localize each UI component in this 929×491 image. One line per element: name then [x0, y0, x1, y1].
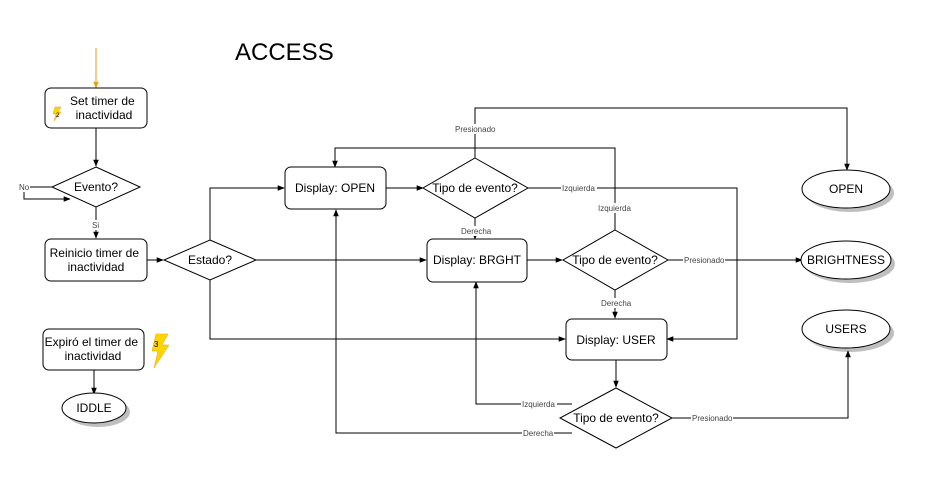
svg-text:BRIGHTNESS: BRIGHTNESS [807, 253, 885, 267]
edge-estado-open [209, 185, 285, 240]
edge-tipo-open-presionado [474, 107, 850, 171]
svg-text:Presionado: Presionado [692, 414, 733, 423]
edge-tipo-user-derecha [333, 209, 572, 434]
diagram-title: ACCESS [235, 39, 334, 66]
edge-label-derecha-user: Derecha [522, 428, 554, 438]
svg-text:Derecha: Derecha [601, 299, 632, 308]
svg-text:IDDLE: IDDLE [76, 401, 111, 415]
reinicio-label: Reinicio timer de [50, 246, 140, 260]
edge-estado-user [209, 280, 566, 342]
node-estado[interactable]: Estado? [162, 239, 258, 281]
svg-text:Izquierda: Izquierda [562, 184, 595, 193]
edge-tipo-open-izquierda [528, 187, 738, 342]
edge-label-si: Si [91, 220, 101, 230]
expiro-label-line-2: inactividad [65, 349, 122, 363]
svg-text:2: 2 [56, 113, 60, 119]
edge-evento-no-loop [23, 186, 71, 202]
svg-text:Derecha: Derecha [523, 429, 554, 438]
svg-text:Tipo de evento?: Tipo de evento? [572, 253, 658, 267]
edge-label-izquierda-brght: Izquierda [597, 203, 633, 213]
svg-text:Tipo de evento?: Tipo de evento? [432, 181, 518, 195]
node-display-brght[interactable]: Display: BRGHT [426, 238, 528, 283]
bolt-badge-expiro: 3 [151, 333, 170, 369]
svg-text:3: 3 [154, 340, 159, 349]
svg-text:Estado?: Estado? [188, 253, 232, 267]
edge-tipo-brght-izquierda [332, 147, 616, 230]
edge-tipo-user-presionado [672, 350, 851, 419]
edge-label-presionado-user: Presionado [691, 413, 733, 423]
node-tipo-evento-user[interactable]: Tipo de evento? [558, 387, 674, 449]
node-set-timer[interactable]: Set timer de inactividad [44, 87, 148, 129]
lightning-bolt-icon [52, 106, 62, 122]
lightning-bolt-icon [151, 333, 170, 369]
edge-label-izquierda-user: Izquierda [521, 399, 557, 409]
edge-label-presionado-open: Presionado [454, 124, 496, 134]
node-display-open[interactable]: Display: OPEN [284, 166, 387, 210]
svg-text:Set timer de inactividad: Set timer de inactividad [70, 94, 138, 122]
node-display-user[interactable]: Display: USER [565, 318, 668, 361]
svg-text:Presionado: Presionado [684, 256, 725, 265]
reinicio-label-line-2: inactividad [68, 260, 125, 274]
svg-text:Display: USER: Display: USER [576, 333, 656, 347]
node-expiro[interactable]: Expiró el timer de inactividad [42, 328, 145, 371]
edge-label-derecha-brght: Derecha [600, 298, 632, 308]
bolt-badge-set-timer: 2 [52, 106, 62, 122]
set-timer-label-line-2: inactividad [76, 108, 133, 122]
edge-tipo-user-izquierda [473, 281, 572, 405]
edge-label-derecha-open: Derecha [460, 226, 492, 236]
svg-text:USERS: USERS [825, 322, 866, 336]
svg-text:No: No [19, 183, 30, 192]
edge-label-izquierda-open: Izquierda [561, 183, 597, 193]
edge-label-presionado-brght: Presionado [683, 255, 725, 265]
edge-label-no: No [18, 182, 30, 192]
node-tipo-evento-open[interactable]: Tipo de evento? [421, 157, 530, 219]
svg-text:Derecha: Derecha [461, 227, 492, 236]
svg-text:Evento?: Evento? [74, 180, 118, 194]
svg-text:Display: BRGHT: Display: BRGHT [433, 253, 522, 267]
expiro-label: Expiró el timer de [45, 335, 139, 349]
node-iddle-terminal[interactable]: IDDLE [61, 392, 130, 427]
svg-text:Si: Si [92, 221, 99, 230]
node-evento[interactable]: Evento? [50, 166, 142, 208]
svg-text:Izquierda: Izquierda [522, 400, 555, 409]
node-tipo-evento-brght[interactable]: Tipo de evento? [561, 229, 670, 291]
set-timer-label: Set timer de [70, 94, 135, 108]
node-users-terminal[interactable]: USERS [801, 309, 894, 352]
svg-text:Izquierda: Izquierda [598, 204, 631, 213]
node-open-terminal[interactable]: OPEN [801, 169, 894, 212]
svg-text:Tipo de evento?: Tipo de evento? [573, 411, 659, 425]
svg-text:Presionado: Presionado [455, 125, 496, 134]
node-reinicio[interactable]: Reinicio timer de inactividad [44, 238, 148, 282]
svg-text:Expiró el timer de inactiv: Expiró el timer de inactividad [45, 335, 142, 363]
svg-text:Display: OPEN: Display: OPEN [295, 181, 375, 195]
svg-text:OPEN: OPEN [829, 182, 863, 196]
node-brightness-terminal[interactable]: BRIGHTNESS [800, 240, 895, 283]
svg-text:Reinicio timer de inactivi: Reinicio timer de inactividad [50, 246, 143, 274]
